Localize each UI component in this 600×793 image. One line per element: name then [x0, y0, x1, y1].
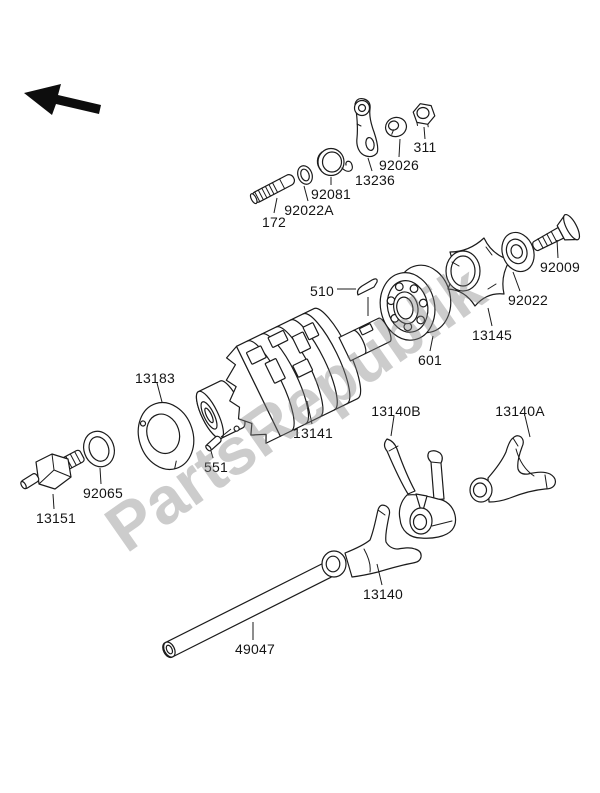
part-13151-drawing — [20, 449, 85, 490]
part-label-13140B: 13140B — [371, 403, 421, 419]
direction-arrow-icon — [24, 84, 101, 115]
part-label-92009: 92009 — [540, 259, 580, 275]
part-49047-drawing — [162, 562, 332, 659]
part-label-13141: 13141 — [293, 425, 333, 441]
part-label-13236: 13236 — [355, 172, 395, 188]
leader-lines — [52, 126, 559, 640]
part-label-601: 601 — [418, 352, 442, 368]
part-601-drawing — [379, 264, 452, 341]
part-92081-drawing — [316, 147, 353, 177]
part-label-92022: 92022 — [508, 292, 548, 308]
part-label-92065: 92065 — [83, 485, 123, 501]
part-label-92022A: 92022A — [284, 202, 334, 218]
part-13140A-drawing — [469, 435, 557, 503]
part-13141-drawing — [195, 307, 392, 444]
part-172-drawing — [249, 174, 296, 205]
part-92022-drawing — [501, 231, 535, 273]
part-311-drawing — [412, 103, 436, 128]
part-label-13183: 13183 — [135, 370, 175, 386]
part-13140-drawing — [321, 504, 422, 578]
part-13183-drawing — [137, 402, 195, 470]
part-label-172: 172 — [262, 214, 286, 230]
part-label-13145: 13145 — [472, 327, 512, 343]
part-92026-drawing — [384, 116, 408, 138]
part-label-13151: 13151 — [36, 510, 76, 526]
part-label-13140: 13140 — [363, 586, 403, 602]
part-510-drawing — [356, 278, 378, 296]
part-13145-drawing — [445, 237, 511, 307]
part-13236-drawing — [353, 97, 379, 158]
part-label-13140A: 13140A — [495, 403, 545, 419]
part-label-510: 510 — [310, 283, 334, 299]
part-label-311: 311 — [413, 139, 437, 155]
part-label-92026: 92026 — [379, 157, 419, 173]
part-label-92081: 92081 — [311, 186, 351, 202]
part-13140B-drawing — [383, 438, 457, 539]
part-92065-drawing — [83, 430, 115, 468]
part-92009-drawing — [532, 213, 581, 252]
part-551-drawing — [205, 435, 222, 452]
part-92022A-drawing — [297, 165, 313, 185]
part-label-551: 551 — [204, 459, 228, 475]
part-label-49047: 49047 — [235, 641, 275, 657]
